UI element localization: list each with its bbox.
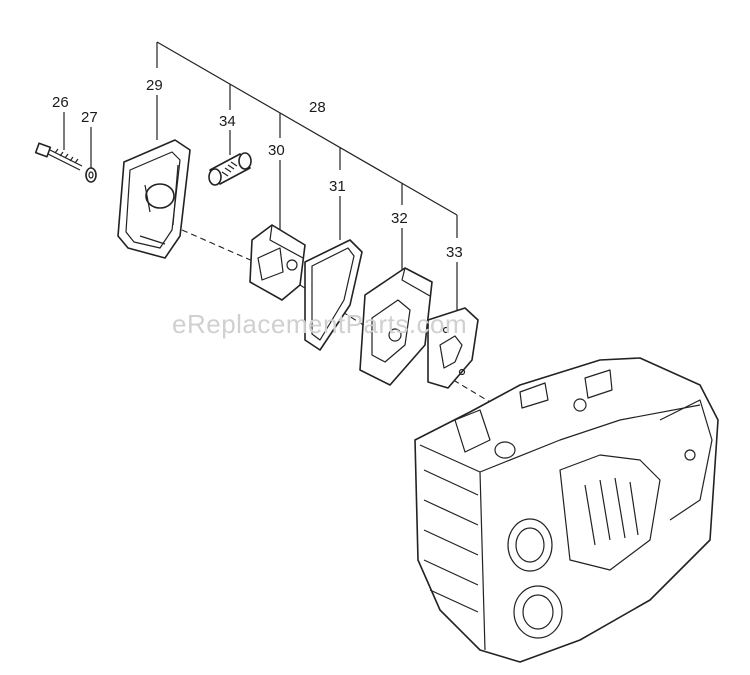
spark-arrester-part-34[interactable] bbox=[208, 152, 252, 186]
label-part-27: 27 bbox=[81, 109, 98, 126]
label-part-28: 28 bbox=[309, 99, 326, 116]
engine-crankcase bbox=[414, 357, 719, 663]
gasket-part-31[interactable] bbox=[304, 239, 363, 351]
label-part-30: 30 bbox=[268, 142, 285, 159]
muffler-body-part-32[interactable] bbox=[359, 267, 433, 386]
watermark: eReplacementParts.com bbox=[172, 309, 467, 339]
group-bracket-28 bbox=[156, 41, 458, 238]
label-part-29: 29 bbox=[146, 77, 163, 94]
label-part-26: 26 bbox=[52, 94, 69, 111]
label-part-31: 31 bbox=[329, 178, 346, 195]
screw-part-26[interactable] bbox=[34, 142, 83, 171]
muffler-cover-part-29[interactable] bbox=[117, 139, 191, 259]
washer-part-27[interactable] bbox=[85, 167, 97, 183]
exhaust-gasket-part-33[interactable] bbox=[427, 307, 479, 389]
label-part-33: 33 bbox=[446, 244, 463, 261]
baffle-part-30[interactable] bbox=[249, 224, 306, 301]
label-part-32: 32 bbox=[391, 210, 408, 227]
label-part-34: 34 bbox=[219, 113, 236, 130]
